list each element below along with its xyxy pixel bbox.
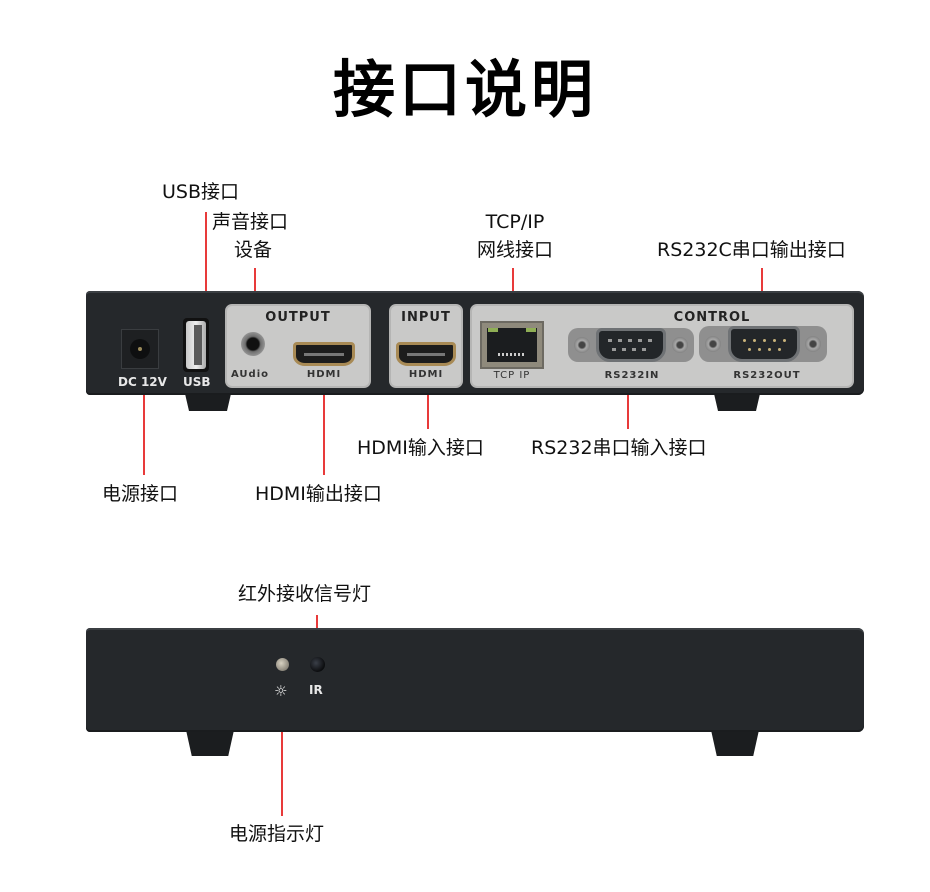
pin xyxy=(758,348,761,351)
dc-12v-text: DC 12V xyxy=(118,375,167,389)
rj45-contacts xyxy=(498,353,526,356)
pin xyxy=(773,339,776,342)
tcpip-text: TCP IP xyxy=(493,370,531,381)
rs232in-text: RS232IN xyxy=(604,370,660,381)
callout-line-audio xyxy=(254,268,256,292)
label-audio-port-line2: 设备 xyxy=(234,239,273,261)
rs232-in-screw-left xyxy=(574,337,590,353)
output-title: OUTPUT xyxy=(265,310,331,325)
rs232-in-pin-row-2 xyxy=(612,348,652,351)
hdmi-output-port xyxy=(293,342,355,366)
callout-line-usb xyxy=(205,212,207,292)
page-title: 接口说明 xyxy=(332,53,597,126)
rs232-out-shell xyxy=(728,326,800,362)
label-tcpip-line1: TCP/IP xyxy=(485,211,545,233)
label-ir-receiver: 红外接收信号灯 xyxy=(238,583,372,605)
pin xyxy=(743,339,746,342)
power-indicator-led xyxy=(276,658,289,671)
rs232-in-connector xyxy=(568,328,694,362)
pin xyxy=(778,348,781,351)
front-device-foot-right xyxy=(711,730,759,756)
pin xyxy=(748,348,751,351)
audio-jack xyxy=(241,332,265,356)
callout-line-power-led xyxy=(281,732,283,816)
label-usb-port: USB接口 xyxy=(162,181,240,203)
control-panel: CONTROL TCP IP RS232IN xyxy=(470,304,854,388)
dc-power-jack xyxy=(121,329,159,369)
output-panel: OUTPUT AUdio HDMI xyxy=(225,304,371,388)
callout-line-ir xyxy=(316,615,318,629)
callout-line-tcpip xyxy=(512,268,514,292)
rs232-out-screw-right xyxy=(805,336,821,352)
rj45-ethernet-port xyxy=(480,321,544,369)
ir-text: IR xyxy=(309,683,323,697)
callout-line-hdmi-out xyxy=(323,395,325,475)
label-hdmi-output: HDMI输出接口 xyxy=(255,483,382,505)
hdmi-input-text: HDMI xyxy=(408,369,444,380)
front-device-body: ☼ IR xyxy=(86,628,864,732)
label-rs232-input: RS232串口输入接口 xyxy=(531,437,707,459)
pin xyxy=(763,339,766,342)
rs232-in-pin-row-1 xyxy=(608,339,654,342)
audio-text: AUdio xyxy=(231,369,270,380)
label-power-indicator: 电源指示灯 xyxy=(229,823,325,845)
rj45-inner xyxy=(487,328,537,362)
hdmi-output-text: HDMI xyxy=(306,369,342,380)
rear-device-body: DC 12V USB OUTPUT AUdio HDMI INPUT HDMI … xyxy=(86,291,864,395)
front-device-foot-left xyxy=(186,730,234,756)
callout-line-rs232-in xyxy=(627,395,629,429)
rs232-out-screw-left xyxy=(705,336,721,352)
rear-panel-diagram: USB接口 声音接口 设备 TCP/IP 网线接口 RS232C串口输出接口 D… xyxy=(86,181,864,505)
callout-line-power xyxy=(143,395,145,475)
rj45-led-left xyxy=(488,328,498,332)
dc-jack-pin xyxy=(138,347,142,351)
usb-port-tongue xyxy=(194,325,202,365)
rs232out-text: RS232OUT xyxy=(733,370,801,381)
rs232-out-connector xyxy=(699,326,827,362)
control-title: CONTROL xyxy=(673,310,751,325)
callout-line-hdmi-in xyxy=(427,395,429,429)
callout-line-rs232c-out xyxy=(761,268,763,292)
label-audio-port-line1: 声音接口 xyxy=(212,211,289,233)
sun-icon: ☼ xyxy=(274,682,288,700)
pin xyxy=(768,348,771,351)
rs232-in-screw-right xyxy=(672,337,688,353)
input-title: INPUT xyxy=(401,310,451,325)
pin xyxy=(783,339,786,342)
usb-text: USB xyxy=(183,375,211,389)
usb-port xyxy=(183,318,209,372)
rs232-in-shell xyxy=(596,328,666,362)
pin xyxy=(753,339,756,342)
label-tcpip-line2: 网线接口 xyxy=(476,239,553,261)
rj45-led-right xyxy=(526,328,536,332)
ir-receiver-window xyxy=(310,657,325,672)
hdmi-input-port xyxy=(396,342,456,366)
front-panel-diagram: 红外接收信号灯 ☼ IR 电源指示灯 xyxy=(0,560,930,892)
label-power-port: 电源接口 xyxy=(102,483,179,505)
input-panel: INPUT HDMI xyxy=(389,304,463,388)
label-rs232c-output: RS232C串口输出接口 xyxy=(657,239,846,261)
label-hdmi-input: HDMI输入接口 xyxy=(357,437,484,459)
